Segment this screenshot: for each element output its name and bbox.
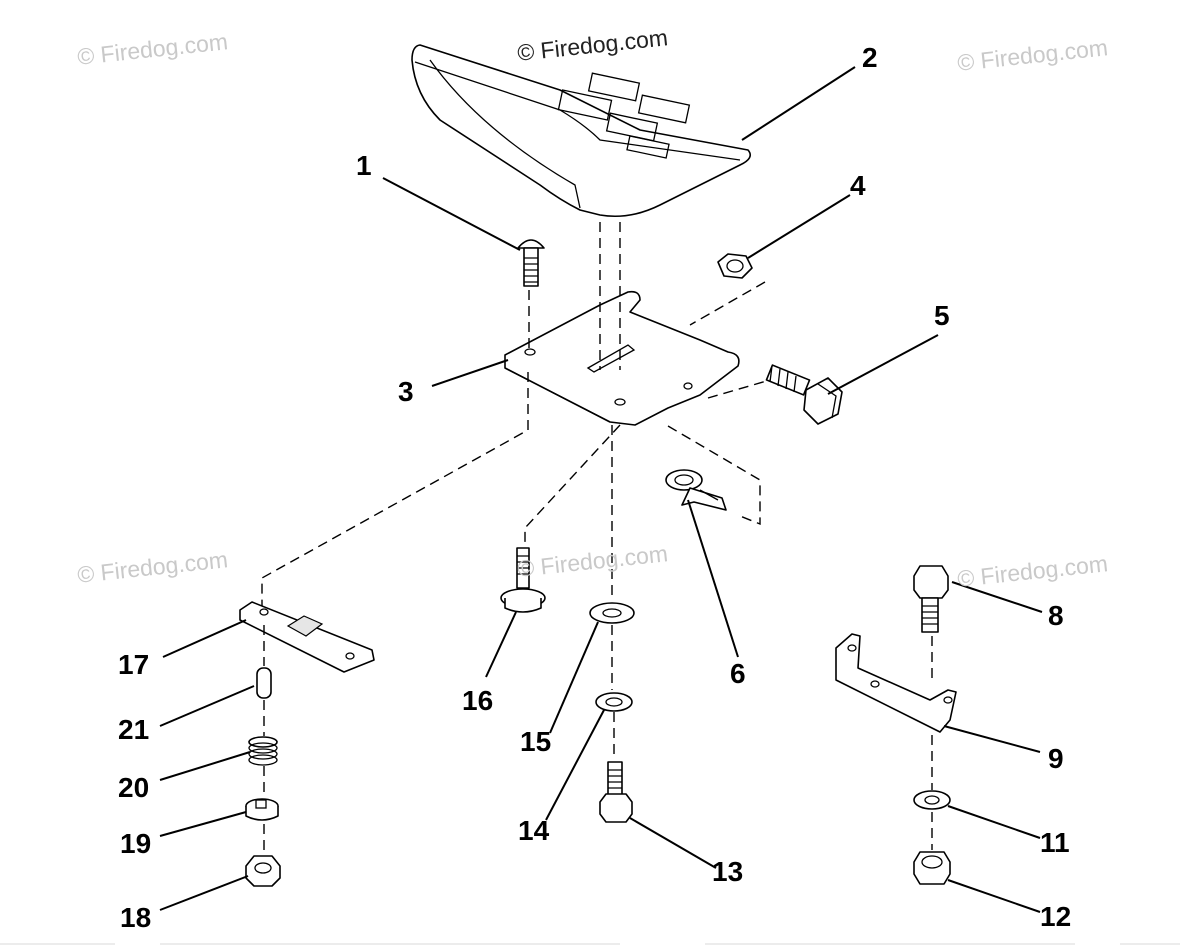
callout-11: 11 (1040, 827, 1070, 858)
flange-bolt-part (500, 547, 546, 613)
callout-17: 17 (118, 649, 150, 680)
seat-bracket-plate-17-part (239, 601, 375, 673)
callout-15: 15 (520, 726, 552, 757)
washer-11-part (913, 790, 951, 810)
callout-18: 18 (120, 902, 152, 933)
leader-lines (159, 66, 1043, 913)
assembly-lines (261, 222, 933, 852)
callout-14: 14 (518, 815, 550, 846)
seat-switch-clip-part (665, 469, 727, 511)
callout-2: 2 (862, 42, 878, 73)
washer-15-part (589, 602, 635, 624)
callout-12: 12 (1040, 901, 1072, 932)
shoulder-bolt-part (765, 364, 843, 425)
bushing-19-part (245, 798, 279, 821)
seat-plate-part (504, 290, 740, 426)
callout-5: 5 (934, 300, 950, 331)
callout-1: 1 (356, 150, 372, 181)
callout-3: 3 (398, 376, 414, 407)
callout-6: 6 (730, 658, 746, 689)
pin-21-part (256, 667, 272, 699)
callout-13: 13 (712, 856, 744, 887)
carriage-bolt-part (517, 239, 545, 287)
callout-19: 19 (120, 828, 152, 859)
hex-bolt-13-part (599, 761, 633, 823)
lock-nut-12-part (913, 851, 951, 885)
flange-nut-18-part (245, 855, 281, 887)
spring-20-part (248, 736, 278, 766)
callout-9: 9 (1048, 743, 1064, 774)
bracket-9-part (835, 633, 957, 733)
callout-16: 16 (462, 685, 494, 716)
seat-part (411, 44, 751, 218)
hex-nut-part (717, 253, 753, 279)
callout-8: 8 (1048, 600, 1064, 631)
callout-20: 20 (118, 772, 150, 803)
lock-washer-14-part (595, 692, 633, 712)
callout-21: 21 (118, 714, 150, 745)
callout-4: 4 (850, 170, 866, 201)
hex-bolt-8-part (913, 565, 949, 633)
